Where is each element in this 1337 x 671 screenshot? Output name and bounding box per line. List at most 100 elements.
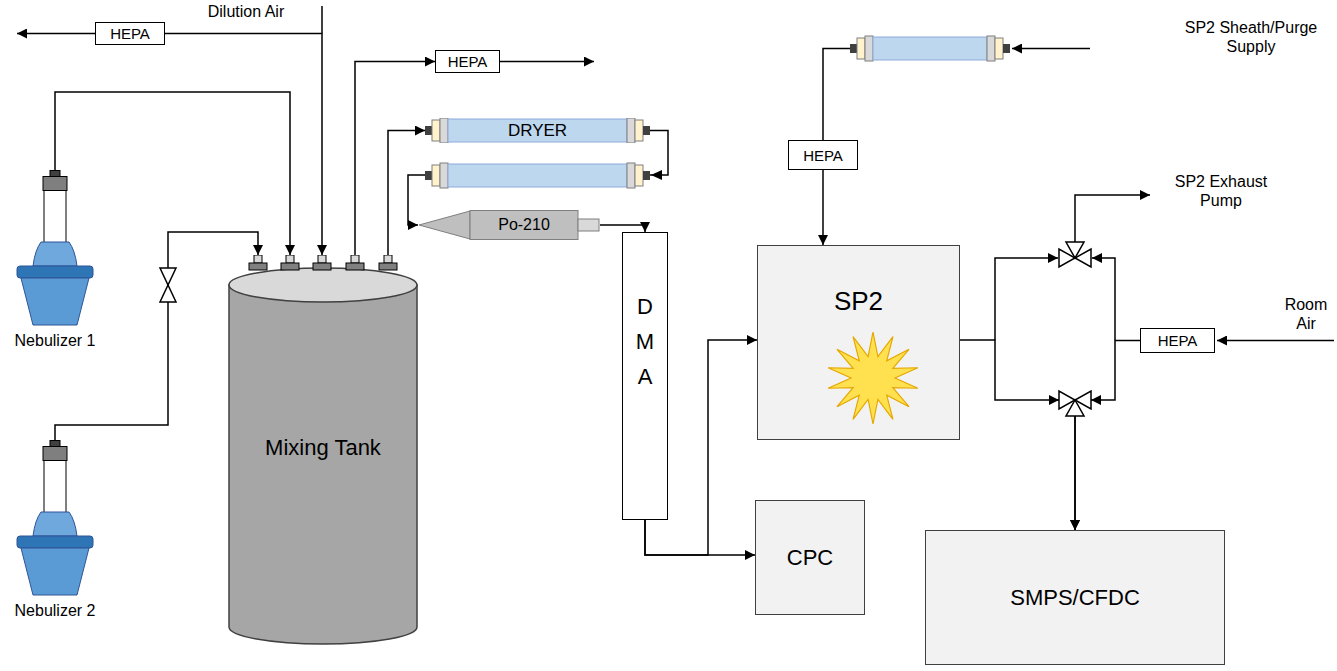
valve-symbol: [160, 285, 176, 302]
valve-symbol: [1066, 400, 1084, 416]
node-text: Mixing Tank: [228, 435, 418, 461]
nebulizer-tip: [50, 441, 60, 447]
arrow-head: [1091, 395, 1101, 405]
node-text: HEPA: [448, 53, 488, 70]
flow-connector: [645, 520, 755, 555]
dryer-tube: [873, 37, 987, 60]
node-text: Po-210: [470, 210, 578, 240]
dryer-tube: [432, 165, 440, 186]
room-air-line: [1217, 340, 1334, 342]
dryer-tube: [850, 44, 857, 53]
tube-part: [440, 118, 448, 143]
valve-symbol: [1066, 242, 1084, 258]
nebulizer: Nebulizer 2: [0, 440, 110, 620]
node-text: SP2: [834, 286, 883, 317]
nebulizer-band: [17, 536, 93, 548]
node-text: Nebulizer 1: [15, 332, 96, 350]
port-stem: [384, 255, 392, 263]
exhaust-line: [500, 61, 594, 63]
exhaust-line: [1075, 195, 1150, 242]
dilution-line: [321, 6, 323, 34]
arrow-head: [651, 170, 662, 180]
node-text: HEPA: [803, 147, 843, 164]
valve-line: [995, 258, 1058, 340]
tank-port: [346, 255, 364, 270]
tank-port: [379, 255, 397, 270]
port-flange: [281, 263, 299, 270]
node-text: CPC: [787, 545, 833, 571]
tank-port: [249, 255, 267, 270]
dryer-tube: [865, 36, 873, 61]
nebulizer-base: [21, 548, 89, 595]
flow-label: Dilution Air: [196, 2, 296, 21]
flow-label: SP2 Exhaust Pump: [1160, 172, 1282, 210]
instrument-box: CPC: [755, 500, 865, 615]
nebulizer-bottle: [44, 461, 66, 513]
connector-group: [55, 34, 1140, 556]
dryer-tube: [995, 38, 1003, 59]
node-text: HEPA: [1158, 332, 1198, 349]
hepa-filter: HEPA: [1140, 328, 1215, 353]
tube-part: [643, 126, 650, 135]
hepa-filter: HEPA: [95, 22, 165, 45]
laser-burst: [758, 246, 961, 441]
dryer-tube: [425, 163, 650, 188]
node-text: SMPS/CFDC: [1010, 585, 1140, 611]
valve-symbol: [160, 268, 176, 285]
dryer-tube: [627, 163, 635, 188]
tube-part: [432, 120, 440, 141]
dryer-tube: [425, 171, 432, 180]
dryer-tube: [448, 164, 627, 187]
instrument-box: SMPS/CFDC: [925, 530, 1225, 665]
node-text: DRYER: [425, 118, 650, 143]
tube-part: [425, 126, 432, 135]
neutralizer: Po-210: [418, 210, 600, 240]
dryer-tube: [857, 38, 865, 59]
dryer-tube: [1003, 44, 1010, 53]
port-flange: [313, 263, 331, 270]
neutralizer-cone: [419, 211, 470, 239]
port-flange: [249, 263, 267, 270]
nebulizer-cap: [43, 447, 67, 461]
supply-line: [1012, 48, 1090, 50]
tank-body: [229, 285, 417, 644]
node-text: HEPA: [110, 25, 150, 42]
valve-line: [1092, 258, 1115, 340]
flow-connector: [960, 340, 1075, 530]
flow-connector: [600, 225, 645, 232]
tank-port: [313, 255, 331, 270]
flow-label: Room Air: [1279, 295, 1333, 333]
tube-part: [635, 120, 643, 141]
flow-connector: [822, 170, 824, 245]
hepa-filter: HEPA: [435, 50, 500, 73]
port-flange: [346, 263, 364, 270]
flow-line: [17, 6, 1334, 341]
node-text: Nebulizer 2: [15, 602, 96, 620]
nebulizer-cup: [33, 512, 77, 536]
instrument-box: SP2: [757, 245, 960, 440]
flow-connector: [55, 92, 290, 255]
port-stem: [286, 255, 294, 263]
mixing-tank: Mixing Tank: [228, 255, 418, 645]
port-stem: [318, 255, 326, 263]
nebulizer-bottle: [44, 191, 66, 243]
dryer-tube: [440, 163, 448, 188]
tube-part: [627, 118, 635, 143]
arrow-head: [1049, 395, 1059, 405]
port-stem: [254, 255, 262, 263]
flow-connector: [165, 34, 322, 256]
sheath-line: [823, 49, 850, 141]
node-text: DMA: [634, 289, 656, 394]
nebulizer-tip: [50, 171, 60, 177]
nebulizer-band: [17, 266, 93, 278]
nebulizer-icon: [3, 170, 107, 326]
nebulizer-cup: [33, 242, 77, 266]
dma-column: DMA: [622, 232, 668, 520]
nebulizer-base: [21, 278, 89, 325]
flow-connector: [388, 131, 425, 256]
tank-lid: [229, 268, 417, 302]
port-stem: [351, 255, 359, 263]
dryer-tube: [987, 36, 995, 61]
